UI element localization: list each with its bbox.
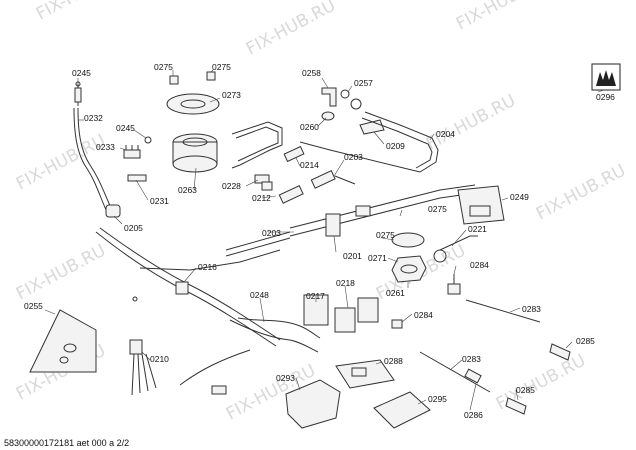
right-burner-assembly — [391, 232, 478, 283]
main-gas-pipe — [299, 111, 439, 173]
callout-label: 0271 — [368, 253, 387, 263]
callout-label: 0232 — [84, 113, 103, 123]
callout-label: 0245 — [116, 123, 135, 133]
callout-label: 0203 — [262, 228, 281, 238]
watermark: FIX-HUB.RU — [13, 131, 109, 195]
control-board — [335, 359, 395, 389]
clip-parts — [123, 136, 152, 182]
leader-lines — [44, 69, 605, 411]
watermark: FIX-HUB.RU — [423, 91, 519, 155]
callout-label: 0218 — [336, 278, 355, 288]
callout-label: 0221 — [468, 224, 487, 234]
callout-label: 0212 — [252, 193, 271, 203]
callout-label: 0203 — [344, 152, 363, 162]
thermocouple-lead — [73, 107, 121, 218]
watermark: FIX-HUB.RU — [13, 241, 109, 305]
callout-label: 0245 — [72, 68, 91, 78]
callout-label: 0209 — [386, 141, 405, 151]
callout-label: 0210 — [150, 354, 169, 364]
watermark: FIX-HUB.RU — [243, 0, 339, 59]
callout-label: 0204 — [436, 129, 455, 139]
callout-label: 0216 — [198, 262, 217, 272]
control-shafts — [419, 299, 541, 393]
callout-label: 0228 — [222, 181, 241, 191]
callout-label: 0205 — [124, 223, 143, 233]
burner-cap — [166, 71, 220, 115]
callout-label: 0258 — [302, 68, 321, 78]
callout-label: 0275 — [154, 62, 173, 72]
callout-label: 0260 — [300, 122, 319, 132]
watermark: FIX-HUB.RU — [33, 0, 129, 24]
callout-label: 0285 — [516, 385, 535, 395]
ignition-module — [457, 185, 505, 225]
wiring-loom — [179, 317, 321, 395]
callout-label: 0275 — [212, 62, 231, 72]
callout-labels: 0245 0275 0275 0273 0258 0257 0260 0209 … — [24, 62, 615, 420]
mounting-bracket — [373, 391, 431, 429]
igniter-leads — [129, 339, 157, 396]
callout-label: 0231 — [150, 196, 169, 206]
grease-icon — [591, 63, 621, 91]
callout-label: 0261 — [386, 288, 405, 298]
parts-bag — [29, 309, 97, 373]
callout-label: 0275 — [428, 204, 447, 214]
callout-label: 0248 — [250, 290, 269, 300]
callout-label: 0286 — [464, 410, 483, 420]
callout-label: 0249 — [510, 192, 529, 202]
burner-base — [172, 133, 218, 173]
control-switches — [303, 294, 379, 333]
wiring-harness — [95, 227, 281, 347]
callout-label: 0273 — [222, 90, 241, 100]
callout-label: 0295 — [428, 394, 447, 404]
burner-supply-pipe — [231, 121, 283, 191]
callout-label: 0214 — [300, 160, 319, 170]
thermocouple-tip — [74, 81, 82, 106]
gas-valves — [278, 145, 356, 204]
callout-label: 0201 — [343, 251, 362, 261]
callout-label: 0288 — [384, 356, 403, 366]
callout-label: 0284 — [414, 310, 433, 320]
callout-label: 0284 — [470, 260, 489, 270]
board-housing — [285, 379, 341, 429]
callout-label: 0275 — [376, 230, 395, 240]
callout-label: 0283 — [522, 304, 541, 314]
watermark: FIX-HUB.RU — [533, 161, 629, 225]
callout-label: 0296 — [596, 92, 615, 102]
watermark: FIX-HUB.RU — [453, 0, 549, 34]
gas-elbow-fittings — [321, 87, 385, 135]
callout-label: 0257 — [354, 78, 373, 88]
callout-label: 0233 — [96, 142, 115, 152]
document-footer: 58300000172181 aet 000 a 2/2 — [4, 438, 129, 448]
callout-label: 0217 — [306, 291, 325, 301]
callout-label: 0285 — [576, 336, 595, 346]
callout-label: 0263 — [178, 185, 197, 195]
watermark-layer: FIX-HUB.RU FIX-HUB.RU FIX-HUB.RU FIX-HUB… — [13, 0, 629, 424]
knob-parts — [391, 274, 571, 415]
callout-label: 0283 — [462, 354, 481, 364]
callout-label: 0293 — [276, 373, 295, 383]
callout-label: 0255 — [24, 301, 43, 311]
